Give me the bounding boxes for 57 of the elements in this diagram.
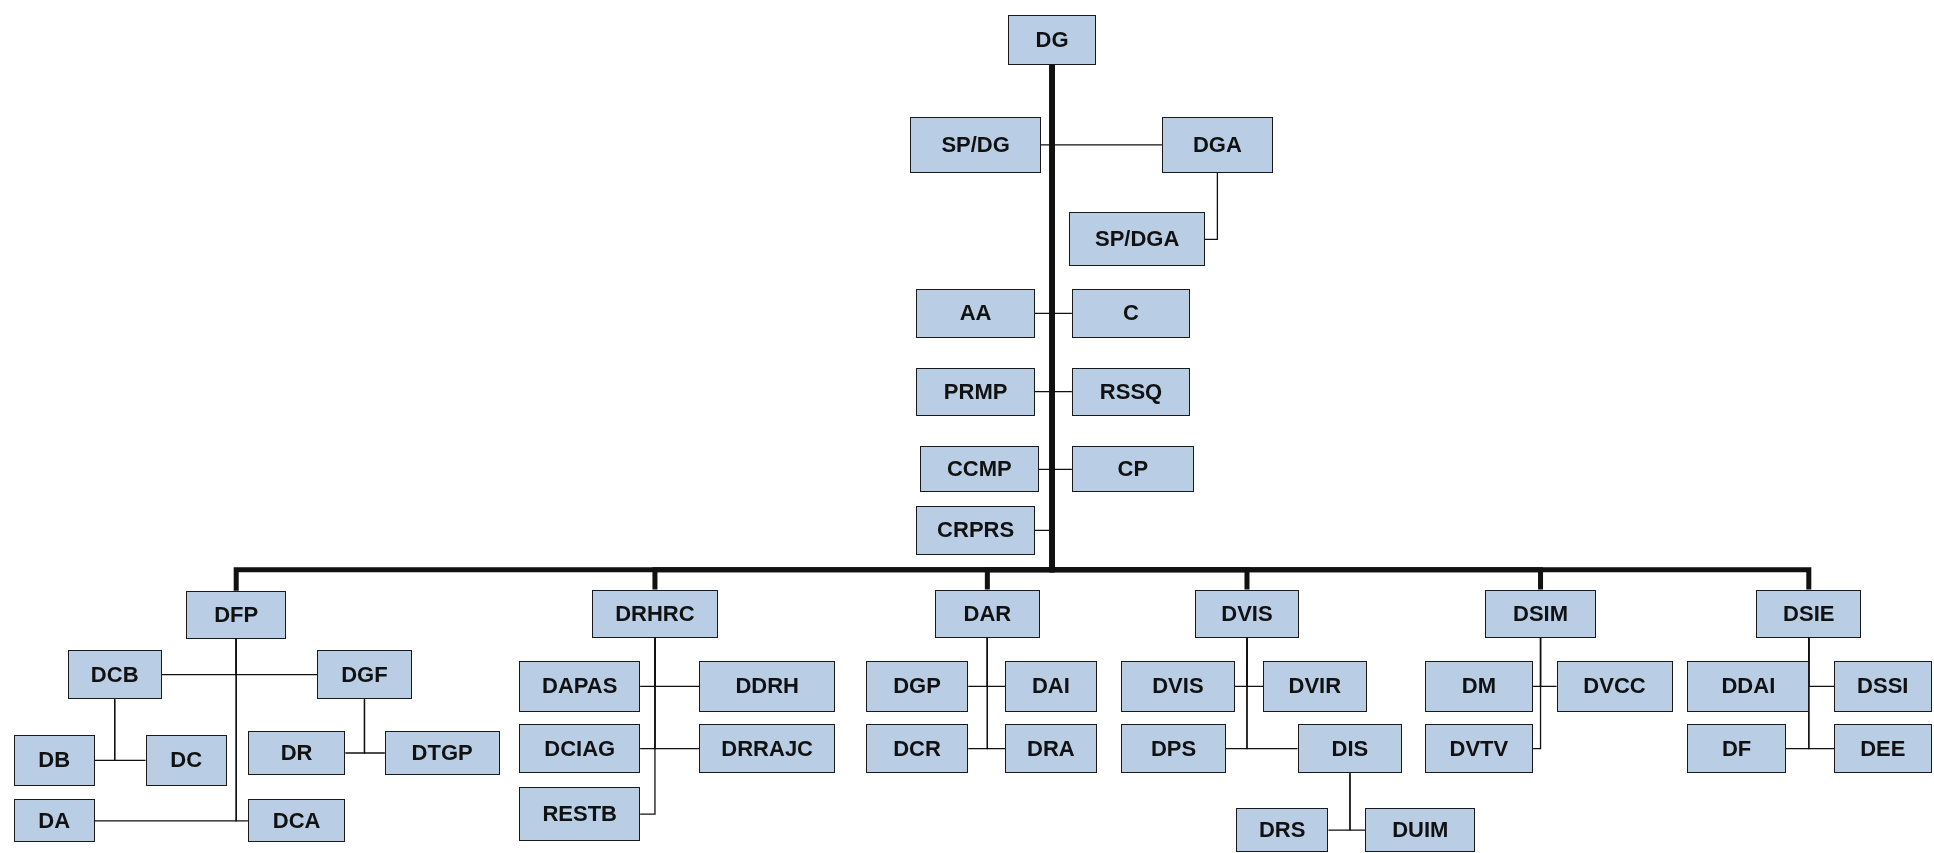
unit-box: DC xyxy=(145,735,227,786)
connector-line xyxy=(639,637,656,815)
unit-box: DCIAG xyxy=(519,724,641,774)
unit-box: CCMP xyxy=(920,446,1039,493)
unit-box: DDAI xyxy=(1687,661,1810,712)
unit-box: DM xyxy=(1424,661,1534,712)
connector-line xyxy=(1049,65,1812,590)
unit-box: DRA xyxy=(1005,724,1097,774)
unit-box: CRPRS xyxy=(916,505,1035,555)
unit-box: DGP xyxy=(865,661,969,712)
unit-box: DA xyxy=(13,799,95,843)
unit-box: DPS xyxy=(1121,724,1226,774)
unit-box: DF xyxy=(1687,724,1786,774)
connector-line xyxy=(1204,172,1219,240)
unit-box: DDRH xyxy=(699,661,835,712)
unit-box: DVTV xyxy=(1424,724,1534,774)
unit-box: DAPAS xyxy=(519,661,641,712)
unit-box: DFP xyxy=(186,590,287,639)
unit-box: DVIS xyxy=(1195,589,1299,638)
unit-box: PRMP xyxy=(916,367,1035,416)
unit-box: AA xyxy=(916,288,1035,338)
unit-box: DSSI xyxy=(1834,661,1932,712)
unit-box: RESTB xyxy=(519,786,641,842)
unit-box: DGF xyxy=(317,650,412,700)
connector-line xyxy=(1532,637,1542,750)
unit-box: DIS xyxy=(1297,724,1403,774)
unit-box: DAR xyxy=(934,589,1040,638)
unit-box: DCR xyxy=(865,724,969,774)
unit-box: DVCC xyxy=(1556,661,1673,712)
unit-box: CP xyxy=(1071,446,1194,493)
unit-box: DUIM xyxy=(1365,807,1476,853)
connector-line xyxy=(114,698,147,762)
unit-box: DAI xyxy=(1005,661,1097,712)
unit-box: SP/DG xyxy=(910,117,1041,173)
unit-box: DCB xyxy=(67,650,162,700)
unit-box: DVIR xyxy=(1263,661,1367,712)
unit-box: DB xyxy=(13,735,95,786)
unit-box: DEE xyxy=(1834,724,1932,774)
unit-box: DSIM xyxy=(1485,589,1597,638)
unit-box: DG xyxy=(1007,14,1097,66)
unit-box: DRS xyxy=(1235,807,1329,853)
connector-line xyxy=(986,637,1006,750)
unit-box: DTGP xyxy=(384,731,500,775)
unit-box: SP/DGA xyxy=(1069,212,1206,267)
unit-box: DR xyxy=(247,731,346,775)
unit-box: C xyxy=(1071,288,1191,338)
unit-box: RSSQ xyxy=(1071,367,1191,416)
unit-box: DRHRC xyxy=(592,589,718,638)
connector-line xyxy=(1349,772,1367,831)
unit-box: DVIS xyxy=(1121,661,1235,712)
connector-line xyxy=(235,638,249,822)
unit-box: DGA xyxy=(1161,117,1273,173)
unit-box: DCA xyxy=(247,799,346,843)
connector-line xyxy=(363,698,386,754)
unit-box: DSIE xyxy=(1756,589,1862,638)
connector-line xyxy=(1246,637,1299,750)
unit-box: DRRAJC xyxy=(699,724,835,774)
